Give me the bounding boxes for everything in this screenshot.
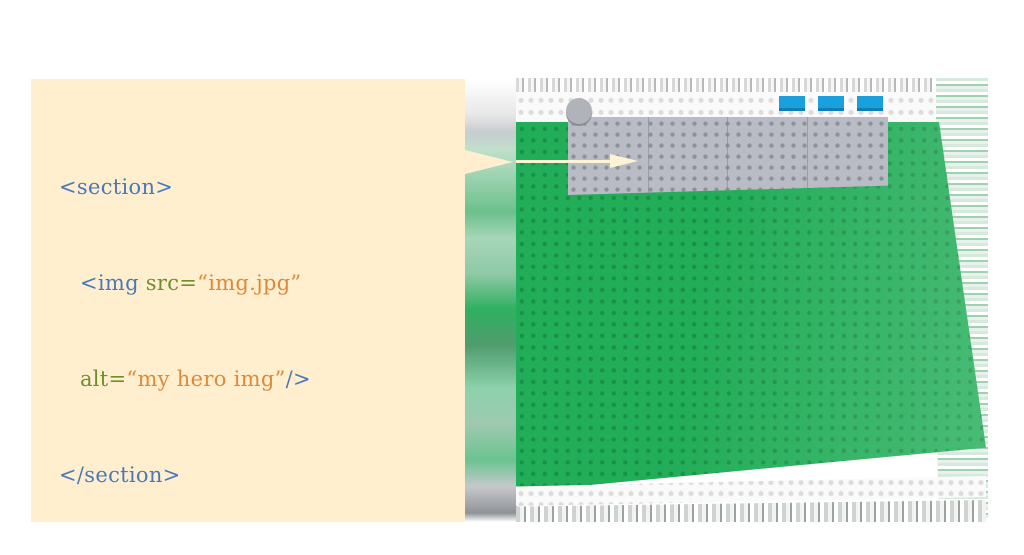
self-close-tag: /> — [285, 367, 311, 391]
brick-seam — [727, 117, 728, 195]
alt-value: “my hero img” — [126, 367, 286, 391]
pointer-arrow-line — [516, 160, 612, 163]
hero-image-brick — [568, 117, 888, 195]
code-line-4: </section> — [59, 459, 311, 491]
code-line-2: <img src=“img.jpg” — [59, 267, 311, 299]
blue-brick-icon — [818, 96, 844, 108]
blue-brick-icon — [779, 96, 805, 108]
src-value: “img.jpg” — [197, 271, 302, 295]
blue-brick-icon — [857, 96, 883, 108]
code-snippet: <section> <img src=“img.jpg” alt=“my her… — [59, 107, 311, 555]
board-top-edge — [516, 78, 936, 92]
img-tag: <img — [79, 271, 146, 295]
brick-seam — [648, 117, 649, 195]
section-open-tag: <section> — [59, 175, 174, 199]
section-close-tag: </section> — [59, 463, 181, 487]
board-side-edge — [465, 79, 517, 522]
panel-pointer — [465, 150, 513, 174]
src-attribute: src= — [145, 271, 198, 295]
code-line-3: alt=“my hero img”/> — [59, 363, 311, 395]
code-line-1: <section> — [59, 171, 311, 203]
board-bottom-edge — [516, 500, 986, 522]
brick-seam — [807, 117, 808, 195]
alt-attribute: alt= — [79, 367, 127, 391]
code-panel: <section> <img src=“img.jpg” alt=“my her… — [31, 79, 465, 522]
round-gray-brick-icon — [566, 98, 592, 124]
arrow-right-icon — [610, 154, 638, 168]
